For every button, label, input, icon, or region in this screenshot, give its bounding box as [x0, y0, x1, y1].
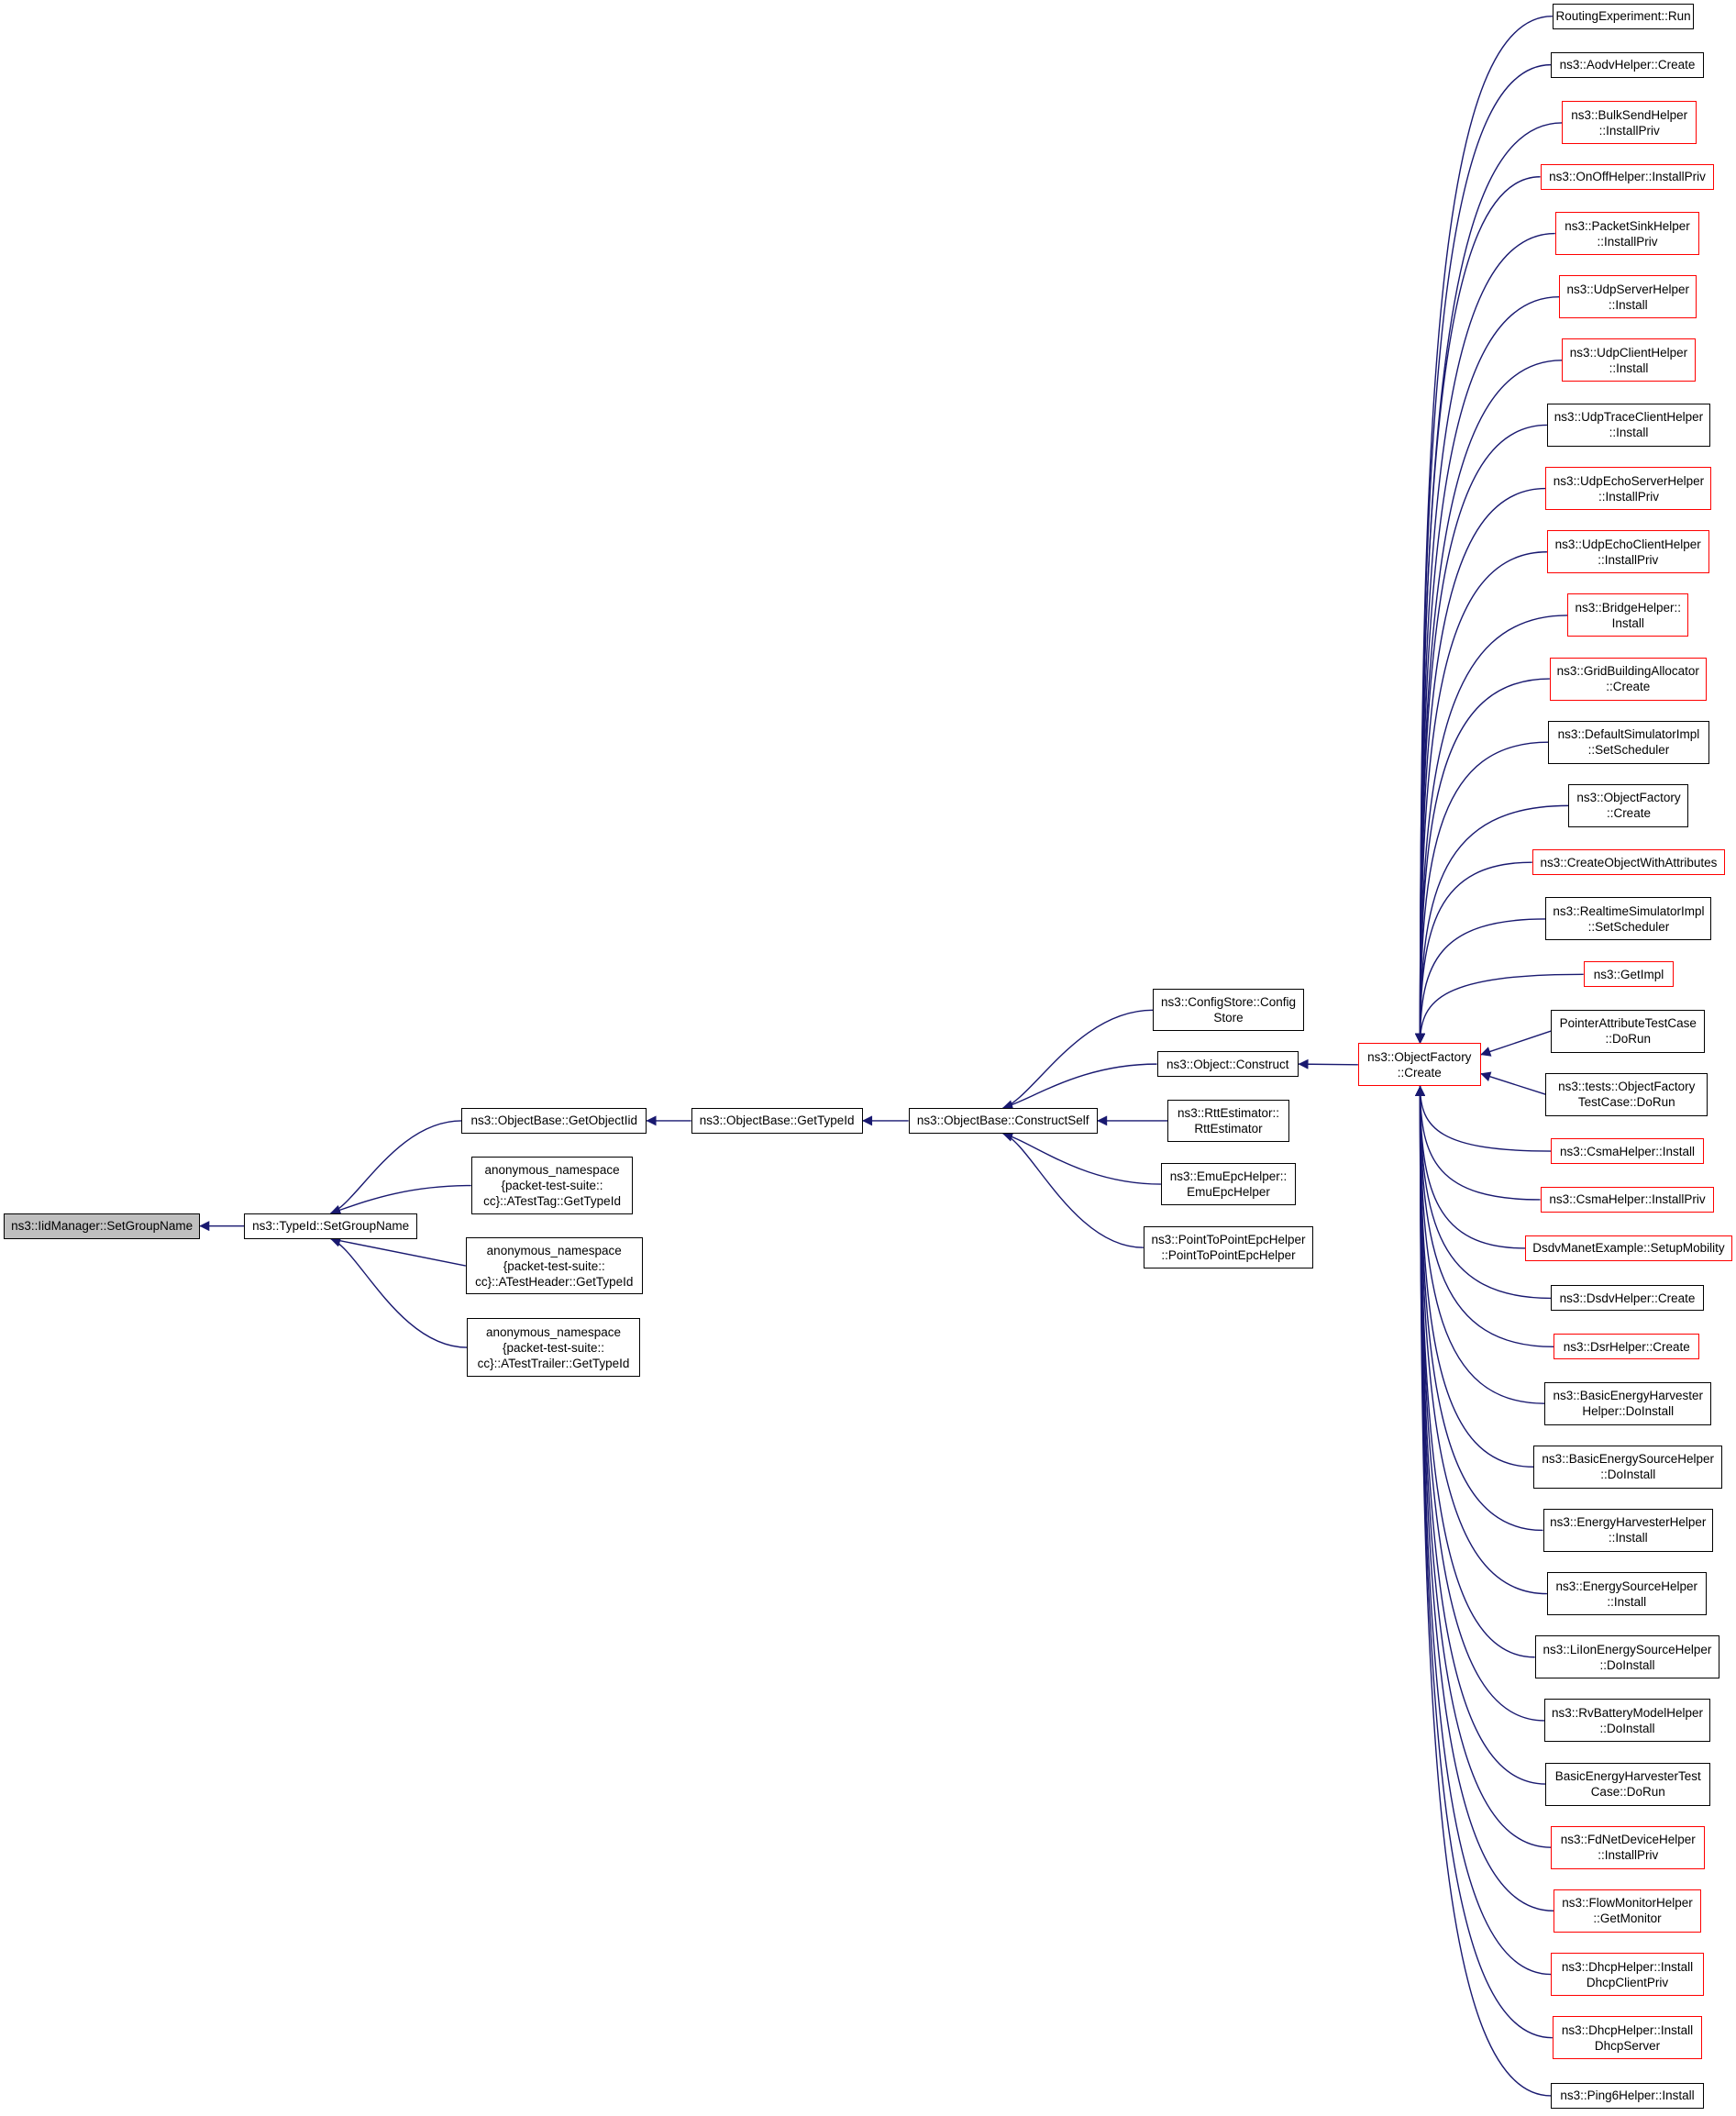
edge-r27-to-n13	[1415, 1085, 1547, 1595]
node-r1[interactable]: ns3::AodvHelper::Create	[1551, 51, 1704, 78]
node-r21[interactable]: DsdvManetExample::SetupMobility	[1525, 1235, 1732, 1261]
edge-r30-to-n13	[1415, 1085, 1546, 1785]
edge-r7-to-n13	[1415, 424, 1547, 1044]
node-n8[interactable]: ns3::ConfigStore::Config Store	[1153, 989, 1304, 1032]
node-r5[interactable]: ns3::UdpServerHelper ::Install	[1559, 275, 1697, 319]
edge-r28-to-n13	[1415, 1085, 1535, 1658]
edge-r34-to-n13	[1415, 1085, 1553, 2039]
edge-r17-to-n13	[1480, 1030, 1552, 1057]
edge-r26-to-n13	[1415, 1085, 1543, 1532]
node-n9[interactable]: ns3::Object::Construct	[1156, 1051, 1299, 1078]
edge-n3-to-n1	[330, 1184, 471, 1215]
edge-r18-to-n13	[1480, 1071, 1546, 1095]
node-r30[interactable]: BasicEnergyHarvesterTest Case::DoRun	[1545, 1762, 1711, 1806]
node-n3[interactable]: anonymous_namespace {packet-test-suite::…	[470, 1156, 634, 1215]
node-r7[interactable]: ns3::UdpTraceClientHelper ::Install	[1546, 403, 1711, 447]
node-r31[interactable]: ns3::FdNetDeviceHelper ::InstallPriv	[1551, 1825, 1706, 1869]
node-n10[interactable]: ns3::RttEstimator:: RttEstimator	[1167, 1100, 1289, 1142]
edge-r8-to-n13	[1415, 487, 1546, 1044]
node-n5[interactable]: anonymous_namespace {packet-test-suite::…	[467, 1318, 640, 1377]
edge-r19-to-n13	[1415, 1085, 1552, 1152]
node-r10[interactable]: ns3::BridgeHelper:: Install	[1566, 593, 1689, 637]
edge-r1-to-n13	[1415, 63, 1552, 1044]
edge-r31-to-n13	[1415, 1085, 1552, 1848]
edge-r20-to-n13	[1415, 1085, 1541, 1201]
edge-r32-to-n13	[1415, 1085, 1554, 1912]
edge-n11-to-n7	[1002, 1131, 1161, 1185]
node-r20[interactable]: ns3::CsmaHelper::InstallPriv	[1540, 1187, 1715, 1213]
node-r25[interactable]: ns3::BasicEnergySourceHelper ::DoInstall	[1533, 1445, 1723, 1489]
node-r16[interactable]: ns3::GetImpl	[1583, 961, 1675, 988]
edge-r5-to-n13	[1415, 295, 1560, 1044]
edge-n5-to-n1	[330, 1236, 468, 1348]
edge-n9-to-n7	[1002, 1063, 1157, 1111]
edge-n4-to-n1	[330, 1235, 466, 1267]
node-r22[interactable]: ns3::DsdvHelper::Create	[1551, 1285, 1704, 1312]
node-r17[interactable]: PointerAttributeTestCase ::DoRun	[1551, 1009, 1706, 1053]
node-r28[interactable]: ns3::LiIonEnergySourceHelper ::DoInstall	[1534, 1635, 1720, 1679]
edge-r21-to-n13	[1415, 1085, 1526, 1249]
edge-r10-to-n13	[1415, 615, 1568, 1044]
node-n11[interactable]: ns3::EmuEpcHelper:: EmuEpcHelper	[1160, 1163, 1297, 1205]
edge-r2-to-n13	[1415, 122, 1563, 1044]
edge-r14-to-n13	[1415, 861, 1532, 1044]
edge-r6-to-n13	[1415, 360, 1563, 1044]
node-r6[interactable]: ns3::UdpClientHelper ::Install	[1562, 338, 1696, 382]
node-r14[interactable]: ns3::CreateObjectWithAttributes	[1531, 849, 1726, 876]
node-r24[interactable]: ns3::BasicEnergyHarvester Helper::DoInst…	[1543, 1381, 1712, 1425]
node-r9[interactable]: ns3::UdpEchoClientHelper ::InstallPriv	[1546, 530, 1709, 574]
node-r19[interactable]: ns3::CsmaHelper::Install	[1551, 1138, 1704, 1164]
edge-r33-to-n13	[1415, 1085, 1552, 1976]
edge-r29-to-n13	[1415, 1085, 1544, 1722]
edge-r11-to-n13	[1415, 678, 1550, 1044]
edge-r4-to-n13	[1415, 232, 1555, 1044]
node-r18[interactable]: ns3::tests::ObjectFactory TestCase::DoRu…	[1545, 1072, 1708, 1116]
node-r15[interactable]: ns3::RealtimeSimulatorImpl ::SetSchedule…	[1545, 897, 1712, 941]
node-r35[interactable]: ns3::Ping6Helper::Install	[1551, 2082, 1704, 2109]
node-r13[interactable]: ns3::ObjectFactory ::Create	[1568, 783, 1689, 827]
node-r2[interactable]: ns3::BulkSendHelper ::InstallPriv	[1562, 101, 1697, 145]
node-n0: ns3::IidManager::SetGroupName	[4, 1213, 200, 1239]
node-n4[interactable]: anonymous_namespace {packet-test-suite::…	[465, 1237, 643, 1294]
node-r12[interactable]: ns3::DefaultSimulatorImpl ::SetScheduler	[1548, 720, 1709, 764]
node-r4[interactable]: ns3::PacketSinkHelper ::InstallPriv	[1554, 211, 1700, 256]
edge-r9-to-n13	[1415, 551, 1547, 1044]
edge-r15-to-n13	[1415, 918, 1546, 1044]
node-n7[interactable]: ns3::ObjectBase::ConstructSelf	[908, 1107, 1098, 1134]
edge-n8-to-n7	[1002, 1009, 1154, 1111]
node-r34[interactable]: ns3::DhcpHelper::Install DhcpServer	[1552, 2016, 1703, 2060]
node-r8[interactable]: ns3::UdpEchoServerHelper ::InstallPriv	[1545, 467, 1712, 511]
node-r3[interactable]: ns3::OnOffHelper::InstallPriv	[1540, 163, 1715, 190]
edge-n13-to-n9	[1298, 1058, 1358, 1069]
edge-r12-to-n13	[1415, 741, 1549, 1044]
edge-r22-to-n13	[1415, 1085, 1552, 1300]
edge-r3-to-n13	[1415, 176, 1541, 1044]
node-r29[interactable]: ns3::RvBatteryModelHelper ::DoInstall	[1543, 1699, 1711, 1743]
node-r33[interactable]: ns3::DhcpHelper::Install DhcpClientPriv	[1551, 1952, 1704, 1997]
node-n2[interactable]: ns3::ObjectBase::GetObjectIid	[461, 1107, 647, 1134]
node-r32[interactable]: ns3::FlowMonitorHelper ::GetMonitor	[1554, 1889, 1701, 1933]
edge-r25-to-n13	[1415, 1085, 1534, 1468]
node-r23[interactable]: ns3::DsrHelper::Create	[1554, 1334, 1700, 1360]
node-n6[interactable]: ns3::ObjectBase::GetTypeId	[691, 1107, 863, 1134]
edge-n12-to-n7	[1002, 1131, 1144, 1248]
edge-r23-to-n13	[1415, 1085, 1554, 1348]
node-n12[interactable]: ns3::PointToPointEpcHelper ::PointToPoin…	[1143, 1226, 1314, 1269]
edge-n2-to-n1	[330, 1120, 462, 1215]
node-r27[interactable]: ns3::EnergySourceHelper ::Install	[1546, 1572, 1707, 1616]
node-r11[interactable]: ns3::GridBuildingAllocator ::Create	[1549, 657, 1707, 701]
edge-r0-to-n13	[1415, 15, 1553, 1044]
node-r0[interactable]: RoutingExperiment::Run	[1552, 3, 1695, 29]
node-n1[interactable]: ns3::TypeId::SetGroupName	[244, 1213, 417, 1239]
node-n13[interactable]: ns3::ObjectFactory ::Create	[1357, 1043, 1481, 1087]
node-r26[interactable]: ns3::EnergyHarvesterHelper ::Install	[1542, 1508, 1713, 1552]
